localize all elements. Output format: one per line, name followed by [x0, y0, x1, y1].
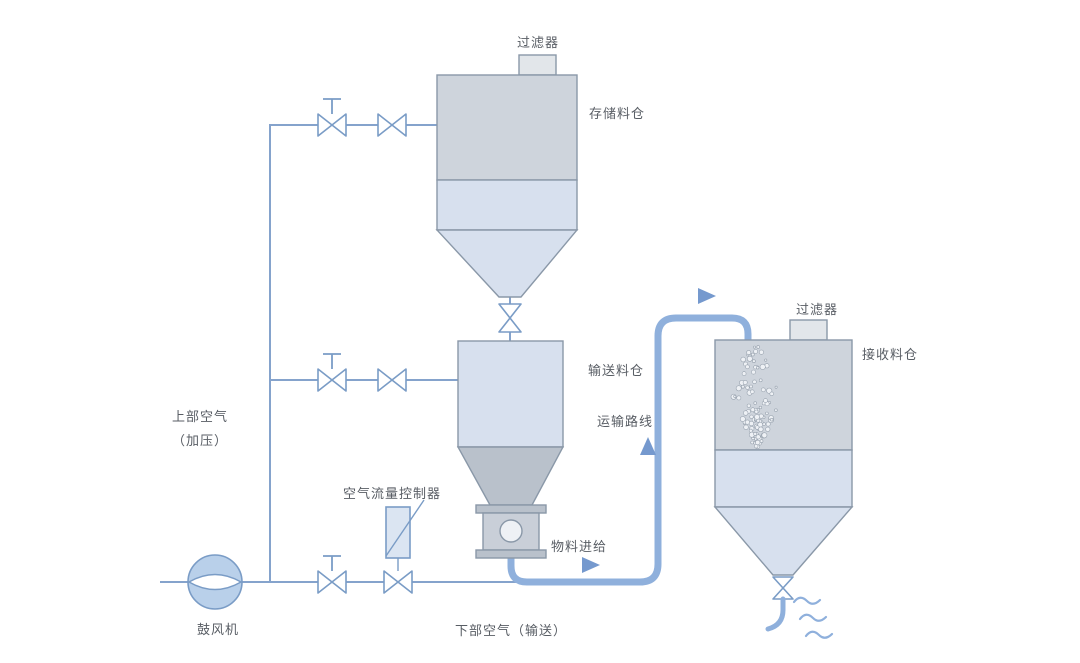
- flow-control-valve: [383, 570, 413, 594]
- label-storage-silo: 存储料仓: [589, 107, 645, 122]
- valves: [317, 98, 522, 594]
- storage-discharge-valve: [498, 303, 522, 333]
- middle-valve-1: [317, 368, 347, 392]
- upper-valve-1-stem: [323, 98, 341, 114]
- transport-right-arrow-icon: [698, 288, 716, 304]
- feeder-bottom-flange: [475, 549, 547, 559]
- label-air-flow-controller: 空气流量控制器: [343, 486, 441, 502]
- label-filter-receiving: 过滤器: [796, 303, 838, 318]
- label-blower: 鼓风机: [197, 623, 239, 638]
- label-lower-air: 下部空气（输送）: [455, 623, 567, 639]
- lower-valve-1: [317, 570, 347, 594]
- transport-up-arrow-icon: [640, 437, 656, 455]
- rotary-feeder-shaft: [499, 519, 523, 543]
- controller-body: [385, 506, 411, 559]
- storage-filter: [518, 54, 557, 76]
- material-spray-particles: [730, 345, 778, 450]
- upper-valve-1: [317, 113, 347, 137]
- diagram-labels: 过滤器 存储料仓 输送料仓 过滤器 接收料仓 上部空气 （加压） 空气流量控制器…: [172, 36, 918, 639]
- conveying-line: [507, 314, 752, 586]
- discharge-spout: [765, 596, 786, 632]
- label-upper-air: 上部空气: [172, 409, 228, 425]
- receiving-silo-body: [714, 449, 853, 508]
- blower: [187, 554, 243, 610]
- label-transfer-silo: 输送料仓: [588, 363, 644, 379]
- upper-air-branch-pipe: [269, 124, 437, 582]
- receiving-silo: [713, 319, 854, 639]
- storage-silo-body: [436, 179, 578, 231]
- label-receiving-silo: 接收料仓: [862, 347, 918, 363]
- storage-silo-cone: [435, 229, 579, 298]
- middle-valve-1-stem: [323, 353, 341, 369]
- label-transport-route: 运输路线: [597, 414, 653, 430]
- label-filter-top: 过滤器: [517, 36, 559, 51]
- middle-valve-2: [377, 368, 407, 392]
- label-upper-air-sub: （加压）: [172, 434, 228, 449]
- flow-arrows: [582, 288, 716, 573]
- receiving-silo-cone: [713, 506, 854, 576]
- blower-lens-icon: [187, 573, 243, 591]
- air-flow-controller: [385, 499, 425, 571]
- discharge-flow-icon: [792, 596, 834, 639]
- transfer-silo-cone: [456, 446, 565, 506]
- storage-silo-top: [436, 74, 578, 181]
- controller-diagonal: [385, 499, 425, 557]
- storage-silo: [435, 54, 579, 298]
- transfer-silo-body: [457, 340, 564, 448]
- upper-valve-2: [377, 113, 407, 137]
- material-feed-arrow-icon: [582, 557, 600, 573]
- feeder-top-flange: [475, 504, 547, 514]
- receiving-discharge-valve: [772, 576, 794, 600]
- receiving-silo-top: [714, 339, 853, 451]
- transfer-silo: [456, 340, 565, 559]
- receiving-filter: [789, 319, 828, 341]
- lower-valve-1-stem: [323, 555, 341, 571]
- label-material-feed: 物料进给: [551, 540, 607, 555]
